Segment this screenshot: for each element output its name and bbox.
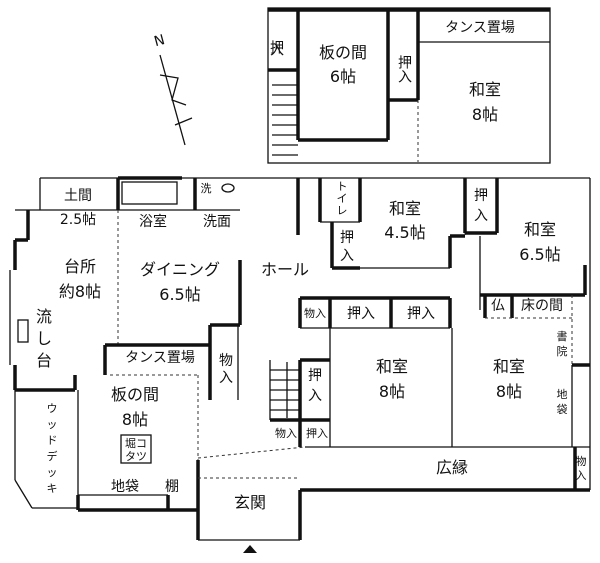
sink-label-2: し [36,329,52,348]
bathtub [121,181,178,205]
storage-dining-1: 物 [219,353,233,369]
kitchen-name: 台所 [64,257,96,276]
sink-label-1: 流 [36,307,52,326]
storage-engawa-1: 物 [576,454,587,468]
main-stairs [269,360,300,420]
itanoma-name: 板の間 [111,385,159,404]
bath-label: 浴室 [139,213,167,230]
tansu-label: タンス置場 [125,350,195,366]
washitsu8a-name: 和室 [376,357,408,376]
deck-4: デ [47,449,58,463]
hall-label: ホール [261,260,309,279]
storage-engawa-2: 入 [576,469,587,482]
closet-a-label: 押入 [347,306,375,322]
closet-b-label: 押入 [407,306,435,322]
doma-name: 土間 [64,188,92,204]
north-label: N [152,32,166,50]
upper-washitsu-name: 和室 [469,80,501,99]
washitsu8a-size: 8帖 [379,382,405,401]
shelf-label: 棚 [165,479,179,495]
main-floor-walls [9,176,591,553]
sink-basin [17,319,29,343]
butsudan-label: 仏 [491,298,505,314]
washitsu45-name: 和室 [389,199,421,218]
toilet-label-2: イ [337,192,348,205]
closet-c-label: 押入 [306,426,328,440]
horigotatsu-box [120,434,152,464]
jibukuro-right-1: 地 [557,388,568,401]
closet45-2: 入 [474,208,488,224]
toilet-label-1: ト [337,180,348,193]
deck-6: キ [47,482,58,495]
deck-5: ッ [47,466,58,479]
washitsu45-size: 4.5帖 [384,223,425,242]
closet-toilet-1: 押 [340,230,354,246]
jibukuro-label: 地袋 [111,479,139,495]
closet45-1: 押 [474,188,488,204]
entrance-label: 玄関 [234,493,266,512]
tokonoma-label: 床の間 [521,298,563,314]
shoin-2: 院 [557,344,568,358]
itanoma-size: 8帖 [122,410,148,429]
closet-toilet-2: 入 [340,248,354,264]
washroom-label: 洗面 [203,214,231,230]
toilet-label-3: レ [337,204,348,217]
horigotatsu-1: 堀コ [125,437,147,450]
engawa-label: 広縁 [436,458,468,477]
washbasin [221,183,235,193]
washitsu8b-name: 和室 [493,357,525,376]
upper-washitsu-size: 8帖 [472,105,498,124]
upper-tansu-label: タンス置場 [445,20,515,36]
washitsu8b-size: 8帖 [496,382,522,401]
dining-name: ダイニング [140,260,220,279]
upper-closet-mid-label: 押入 [396,55,412,83]
kitchen-size: 約8帖 [59,282,101,301]
doma-size: 2.5帖 [60,212,96,228]
horigotatsu-2: タツ [125,450,147,463]
storage-dining-2: 入 [219,370,233,386]
main-labels: 土間 2.5帖 浴室 洗 洗面 台所 約8帖 流 し 台 ダイニング 6.5帖 … [36,180,587,512]
upper-labels: 押入 板の間 6帖 押入 タンス置場 和室 8帖 [268,20,515,124]
entrance-marker-icon [243,545,257,553]
north-arrow-icon [159,54,193,146]
jibukuro-right-2: 袋 [557,402,568,416]
shoin-1: 書 [557,329,568,343]
upper-floor-walls [267,7,551,164]
upper-closet-left-label: 押入 [268,40,284,56]
upper-itanoma-size: 6帖 [330,67,356,86]
deck-1: ウ [47,402,58,415]
washitsu65-name: 和室 [524,220,556,239]
closet-stairs-1: 押 [308,368,322,384]
upper-itanoma-name: 板の間 [319,43,367,62]
sink-label-3: 台 [36,351,52,370]
upper-stairs [272,84,298,156]
deck-2: ッ [47,418,58,431]
dining-size: 6.5帖 [159,285,200,304]
deck-3: ド [47,434,58,447]
washitsu65-size: 6.5帖 [519,245,560,264]
storage-b-label: 物入 [275,426,297,440]
storage-a-label: 物入 [304,306,326,320]
closet-stairs-2: 入 [308,388,322,404]
laundry-label: 洗 [201,182,212,195]
